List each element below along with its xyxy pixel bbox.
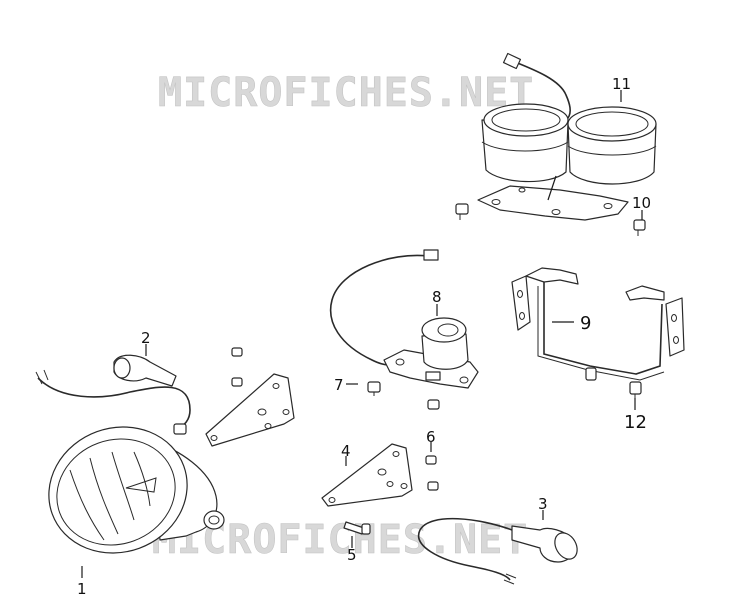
part-12-screw [629,381,642,398]
callout-6: 6 [426,428,436,446]
callout-7: 7 [334,376,344,394]
part-7-screw [367,381,381,396]
callout-leaders [81,90,643,578]
part-10-screws [455,203,646,236]
callout-1: 1 [77,580,87,598]
headlight-bracket [205,347,295,447]
callout-8: 8 [432,288,442,306]
callout-4: 4 [341,442,351,460]
part-4-plate [321,443,413,507]
callout-5: 5 [347,546,357,564]
callout-10: 10 [632,194,651,212]
part-3-turn-signal [417,517,578,585]
callout-labels: 1 2 3 4 5 6 7 8 9 10 11 12 [77,75,651,598]
part-11-instrument-cluster [477,52,657,221]
part-2-turn-signal [35,354,191,435]
watermark-top: MICROFICHES.NET [158,70,534,116]
callout-2: 2 [141,329,151,347]
part-6-screws [425,455,439,491]
callout-11: 11 [612,75,631,93]
callout-3: 3 [538,495,548,513]
callout-9: 9 [580,313,591,334]
part-5-bolt [343,521,371,535]
part-8-ignition-switch [329,249,479,410]
part-9-meter-bracket [511,267,685,381]
part-1-headlight [48,426,225,554]
callout-12: 12 [624,412,647,433]
